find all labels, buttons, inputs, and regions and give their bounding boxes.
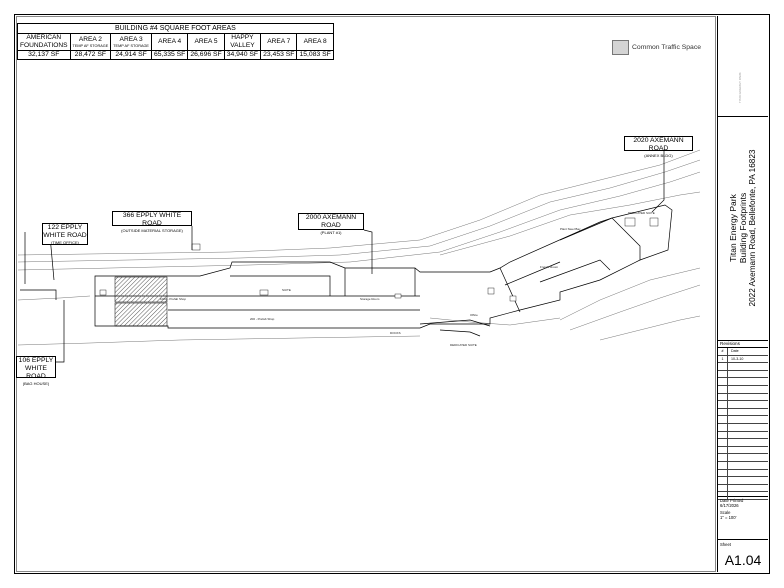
leader-lines: [42, 151, 665, 363]
callout-366-epply-white-road: 366 EPPLY WHITE ROAD (OUTSIDE MATERIAL S…: [112, 211, 192, 233]
revision-row-empty: [718, 491, 768, 500]
svg-text:Freight Room: Freight Room: [540, 265, 559, 269]
sheet-number: A1.04: [724, 552, 762, 568]
terrain-contours: [17, 149, 701, 346]
drawing-name: Building Footprints: [738, 192, 748, 264]
title-block: TITAN ENERGY PARK Titan Energy Park Buil…: [717, 16, 768, 572]
legend: Common Traffic Space: [612, 40, 701, 55]
project-name: Titan Energy Park: [728, 194, 738, 262]
inner-border: [16, 16, 716, 572]
revision-row-empty: [718, 408, 768, 417]
svg-text:SUITE: SUITE: [282, 288, 291, 292]
project-address: 2022 Axemann Road, Bellefonte, PA 16823: [748, 149, 757, 307]
revision-row-empty: [718, 377, 768, 386]
revision-row-empty: [718, 484, 768, 493]
sheet-label: Sheet: [720, 542, 731, 547]
revision-row-empty: [718, 393, 768, 402]
callout-2000-axemann-road: 2000 AXEMANN ROAD (PLANT #1): [298, 213, 364, 235]
svg-text:DOCKS: DOCKS: [390, 331, 401, 335]
svg-text:1000 - Prefab Shop: 1000 - Prefab Shop: [160, 297, 186, 301]
svg-text:Storage Room: Storage Room: [360, 297, 380, 301]
legend-label: Common Traffic Space: [632, 44, 702, 51]
revision-row-empty: [718, 438, 768, 447]
date-printed-label: Date Printed: [720, 498, 744, 503]
outer-border: [14, 14, 770, 574]
revision-row-empty: [718, 461, 768, 470]
revision-row-empty: [718, 453, 768, 462]
plan-room-labels: 1000 - Prefab Shop 200 - Prefab Shop Sto…: [160, 211, 655, 347]
revisions-header-row: #Date: [718, 348, 768, 356]
date-printed-value: 6/17/2026: [720, 503, 739, 508]
svg-text:200 - Prefab Shop: 200 - Prefab Shop: [250, 317, 275, 321]
revision-row-empty: [718, 469, 768, 478]
logo-area: TITAN ENERGY PARK: [718, 16, 768, 117]
revision-row-empty: [718, 423, 768, 432]
area-value: 34,940 SF: [223, 50, 262, 60]
svg-text:DEDICATED SUITE: DEDICATED SUITE: [450, 343, 477, 347]
logo-watermark: TITAN ENERGY PARK: [738, 72, 742, 103]
callout-122-epply-white-road: 122 EPPLY WHITE ROAD (TIME OFFICE): [42, 223, 88, 245]
svg-text:Office: Office: [470, 313, 478, 317]
scale-value: 1" = 100': [720, 515, 737, 520]
svg-text:DEDICATED SUITE: DEDICATED SUITE: [628, 211, 655, 215]
revision-row-empty: [718, 431, 768, 440]
revision-row-empty: [718, 446, 768, 455]
revision-row-empty: [718, 370, 768, 379]
callout-2020-axemann-road: 2020 AXEMANN ROAD (ANNEX BLDG): [624, 136, 693, 158]
revision-row-empty: [718, 415, 768, 424]
legend-swatch: [612, 40, 629, 55]
area-value: 23,453 SF: [260, 50, 298, 60]
callout-106-epply-white-road: 106 EPPLY WHITE ROAD (BAG HOUSE): [16, 356, 56, 386]
hatched-area-1: [114, 276, 168, 303]
scale-label: Scale: [720, 510, 731, 515]
sheet-number-block: Sheet A1.04: [718, 540, 768, 572]
small-structures: [99, 217, 659, 302]
revisions-label: Revisions: [718, 340, 768, 348]
print-info: Date Printed 6/17/2026 Scale 1" = 100': [718, 496, 768, 540]
svg-text:Plant Steel Bay: Plant Steel Bay: [560, 227, 581, 231]
project-title-area: Titan Energy Park Building Footprints 20…: [718, 116, 768, 341]
area-value: 15,083 SF: [296, 50, 334, 60]
hatched-area-2: [114, 302, 168, 327]
revision-row-empty: [718, 400, 768, 409]
revision-row-empty: [718, 385, 768, 394]
revision-row-empty: [718, 362, 768, 371]
revision-row-empty: [718, 476, 768, 485]
